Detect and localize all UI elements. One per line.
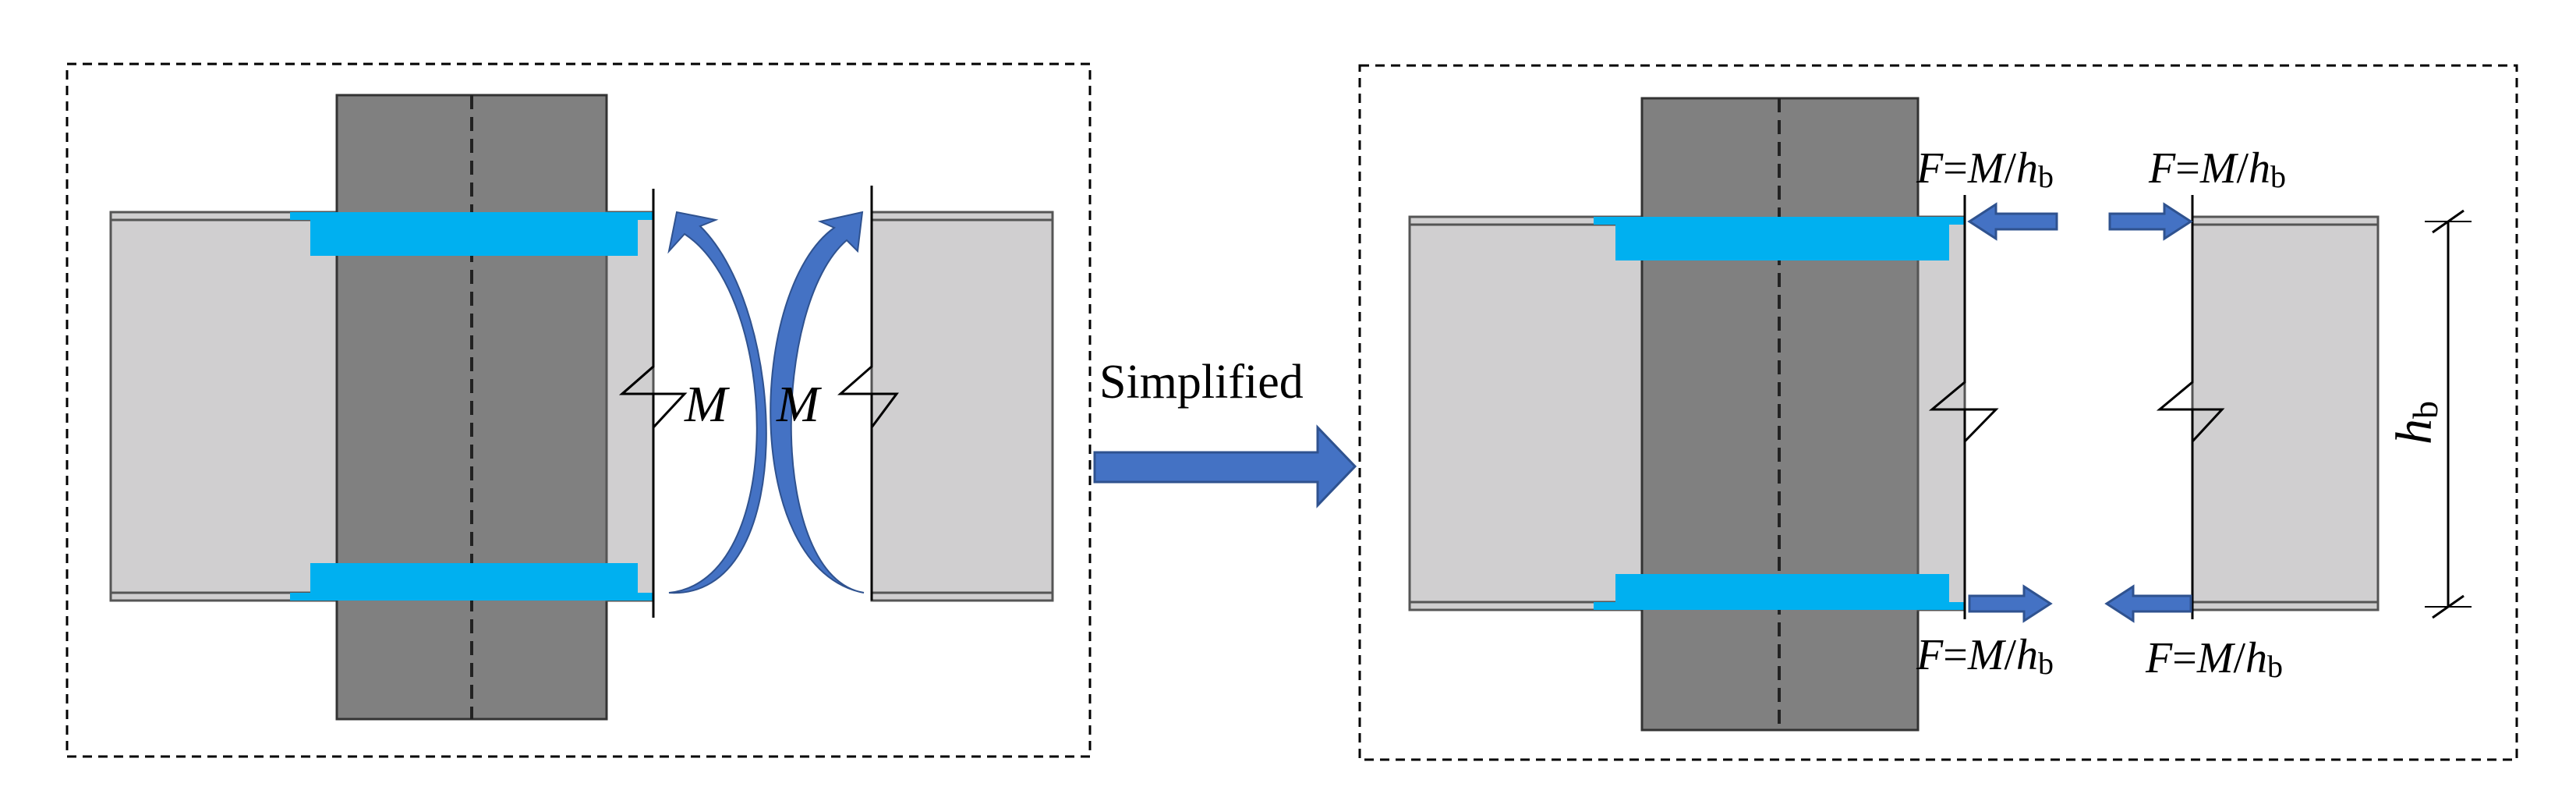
transition: Simplified [1093, 356, 1357, 509]
right-panel: F=M/hb F=M/hb F=M/hb F=M/hb hb [1358, 64, 2518, 761]
left-beam [109, 211, 338, 602]
force-arrow-top-right [2108, 202, 2193, 241]
simplified-arrow [1093, 424, 1357, 509]
free-body-beam-left [837, 186, 1054, 602]
right-beam-stub [605, 211, 655, 602]
moment-arrow-left [667, 211, 767, 594]
force-label-top-right: F=M/hb [2148, 144, 2286, 194]
depth-label: hb [2386, 401, 2445, 445]
left-panel: M M [65, 62, 1092, 758]
force-arrow-bottom-left [1968, 584, 2053, 623]
force-arrow-top-left [1967, 202, 2058, 241]
top-flange-plate [290, 212, 653, 256]
right-panel-free-beam [2156, 195, 2380, 619]
moment-label-left: M [684, 376, 731, 433]
moment-label-right: M [776, 376, 823, 433]
force-label-bottom-right: F=M/hb [2145, 634, 2283, 684]
moment-arrow-right [770, 211, 865, 594]
simplified-label: Simplified [1099, 356, 1304, 409]
right-panel-left-beam [1408, 215, 1645, 611]
right-panel-cut-line-left [1928, 195, 1999, 445]
right-panel-bottom-flange-plate [1594, 574, 1965, 610]
force-label-bottom-left: F=M/hb [1916, 631, 2054, 681]
depth-dimension [2425, 209, 2472, 619]
right-panel-beam-stub [1916, 215, 1966, 611]
force-label-top-left: F=M/hb [1916, 144, 2054, 194]
right-panel-column [1640, 97, 1920, 732]
right-panel-top-flange-plate [1594, 217, 1965, 260]
right-panel-border [1358, 64, 2518, 761]
column [335, 94, 608, 721]
bottom-flange-plate [290, 563, 653, 601]
force-arrow-bottom-right [2104, 584, 2192, 623]
